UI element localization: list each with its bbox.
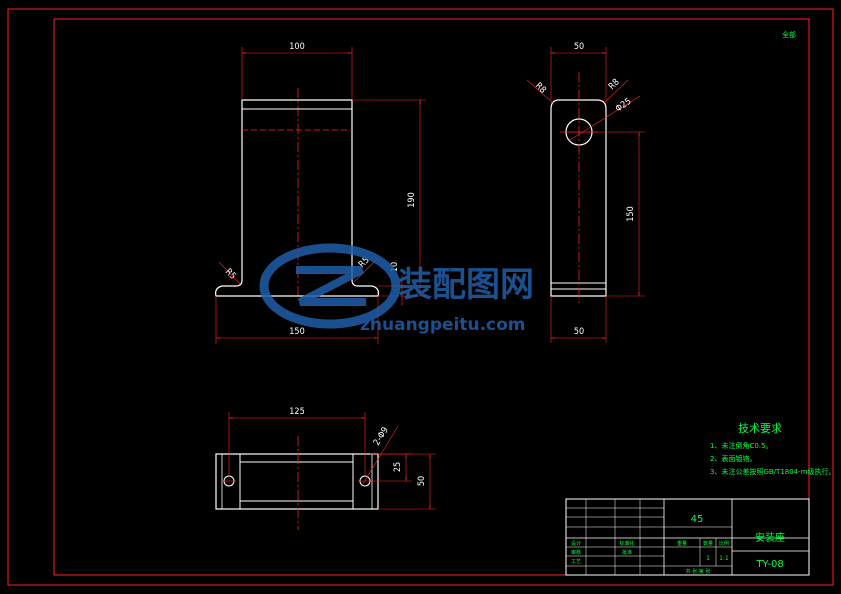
side-r-left-leader <box>526 79 554 104</box>
title-block: 45 安装座 TY-08 重量 数量 比例 1 1:1 设计 审核 工艺 标准化… <box>565 498 810 576</box>
watermark-url: zhuangpeitu.com <box>360 315 526 335</box>
corner-tag: 全部 <box>782 30 796 39</box>
tech-notes-title: 技术要求 <box>738 422 782 435</box>
front-r-left-leader <box>218 261 241 285</box>
side-hole-diameter: Φ25 <box>614 97 633 115</box>
tb-row-label-4: 批准 <box>622 549 632 556</box>
top-view: 125 2-Φ9 25 50 <box>215 407 436 530</box>
front-dim-height: 190 <box>407 192 417 207</box>
tech-notes: 技术要求 1、未注倒角C0.5。 2、表面镀铬。 3、未注公差按照GB/T180… <box>710 422 835 476</box>
side-outline <box>550 99 607 297</box>
tb-scale-label: 比例 <box>719 540 729 547</box>
tb-scale: 1:1 <box>719 555 729 562</box>
top-outline <box>215 453 379 510</box>
tb-material: 45 <box>691 514 704 525</box>
watermark-cn: 装配图网 <box>398 265 534 305</box>
side-r-right-leader <box>603 79 629 104</box>
tech-note-2: 2、表面镀铬。 <box>710 454 756 463</box>
tb-qty: 1 <box>706 555 710 562</box>
front-dim-top: 100 <box>289 42 304 52</box>
watermark-logo-z <box>296 266 366 306</box>
top-dim-hole-offset: 25 <box>393 462 403 472</box>
tech-note-3: 3、未注公差按照GB/T1804-m级执行。 <box>710 467 835 476</box>
side-hole-leader <box>569 95 641 141</box>
front-dim-bottom: 150 <box>289 327 304 337</box>
top-inner-rect <box>239 461 354 502</box>
top-hole-leader <box>362 425 399 485</box>
tb-row-label-1: 审核 <box>571 549 581 556</box>
tb-bottom-label: 共 张 第 张 <box>686 568 711 575</box>
inner-frame <box>53 18 810 576</box>
tb-part-name: 安装座 <box>755 531 785 544</box>
side-radius-right: R8 <box>607 77 622 92</box>
tb-row-label-0: 设计 <box>571 540 581 547</box>
tb-drawing-no: TY-08 <box>755 559 783 570</box>
side-radius-left: R8 <box>533 81 548 96</box>
side-view: 50 R8 R8 Φ25 150 50 <box>526 42 645 343</box>
watermark-logo <box>259 243 401 329</box>
tech-note-1: 1、未注倒角C0.5。 <box>710 441 772 450</box>
side-dim-height: 150 <box>626 206 636 221</box>
tb-qty-label: 数量 <box>703 540 713 547</box>
side-dim-top: 50 <box>574 42 584 52</box>
title-block-frame <box>565 498 810 576</box>
top-hole-callout: 2-Φ9 <box>372 426 391 448</box>
watermark: 装配图网 zhuangpeitu.com <box>259 243 534 335</box>
side-dim-bottom: 50 <box>574 327 584 337</box>
front-dim-thickness: 10 <box>390 262 400 272</box>
outer-frame <box>7 8 834 586</box>
top-dim-length: 125 <box>289 407 304 417</box>
top-dim-width: 50 <box>417 476 427 486</box>
tb-row-label-2: 工艺 <box>571 559 581 565</box>
tb-weight-label: 重量 <box>677 540 687 547</box>
tb-row-label-3: 标准化 <box>619 540 634 547</box>
